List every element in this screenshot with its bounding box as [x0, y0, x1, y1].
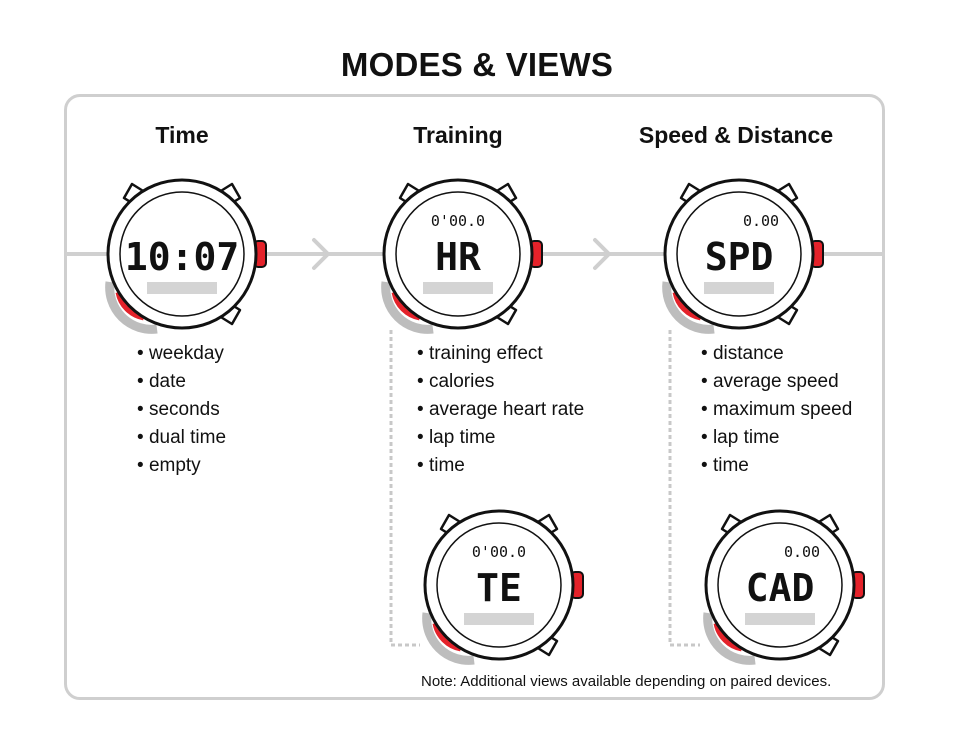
mode-title-training: Training	[413, 122, 503, 148]
speed-extra-connector	[668, 330, 700, 647]
list-item: dual time	[137, 424, 226, 452]
list-item: calories	[417, 368, 584, 396]
display-main-cad: CAD	[746, 566, 815, 610]
modes-frame	[64, 94, 885, 700]
list-item: time	[701, 452, 852, 480]
list-item: training effect	[417, 340, 584, 368]
display-top-cad: 0.00	[784, 543, 820, 561]
display-main-speed: SPD	[705, 235, 774, 279]
display-top-training: 0'00.0	[431, 212, 485, 230]
list-item: time	[417, 452, 584, 480]
mode-title-time: Time	[155, 122, 209, 148]
watch-icon: 0'00.0 TE	[425, 511, 583, 660]
list-item: average heart rate	[417, 396, 584, 424]
page-title: MODES & VIEWS	[340, 46, 614, 83]
display-main-time: 10:07	[125, 235, 239, 279]
list-item: distance	[701, 340, 852, 368]
watch-icon: 10:07	[108, 180, 266, 329]
display-main-training: HR	[435, 235, 481, 279]
mode-title-speed-distance: Speed & Distance	[638, 122, 834, 148]
watch-icon: 0.00 SPD	[665, 180, 823, 329]
time-views-list: weekday date seconds dual time empty	[137, 340, 226, 480]
list-item: lap time	[701, 424, 852, 452]
training-views-list: training effect calories average heart r…	[417, 340, 584, 480]
list-item: maximum speed	[701, 396, 852, 424]
list-item: date	[137, 368, 226, 396]
list-item: seconds	[137, 396, 226, 424]
watch-icon: 0.00 CAD	[706, 511, 864, 660]
speed-distance-views-list: distance average speed maximum speed lap…	[701, 340, 852, 480]
list-item: weekday	[137, 340, 226, 368]
display-top-speed: 0.00	[743, 212, 779, 230]
list-item: average speed	[701, 368, 852, 396]
footnote: Note: Additional views available dependi…	[421, 673, 832, 690]
training-extra-connector	[389, 330, 420, 647]
watch-icon: 0'00.0 HR	[384, 180, 542, 329]
display-main-te: TE	[476, 566, 522, 610]
list-item: empty	[137, 452, 226, 480]
list-item: lap time	[417, 424, 584, 452]
display-top-te: 0'00.0	[472, 543, 526, 561]
